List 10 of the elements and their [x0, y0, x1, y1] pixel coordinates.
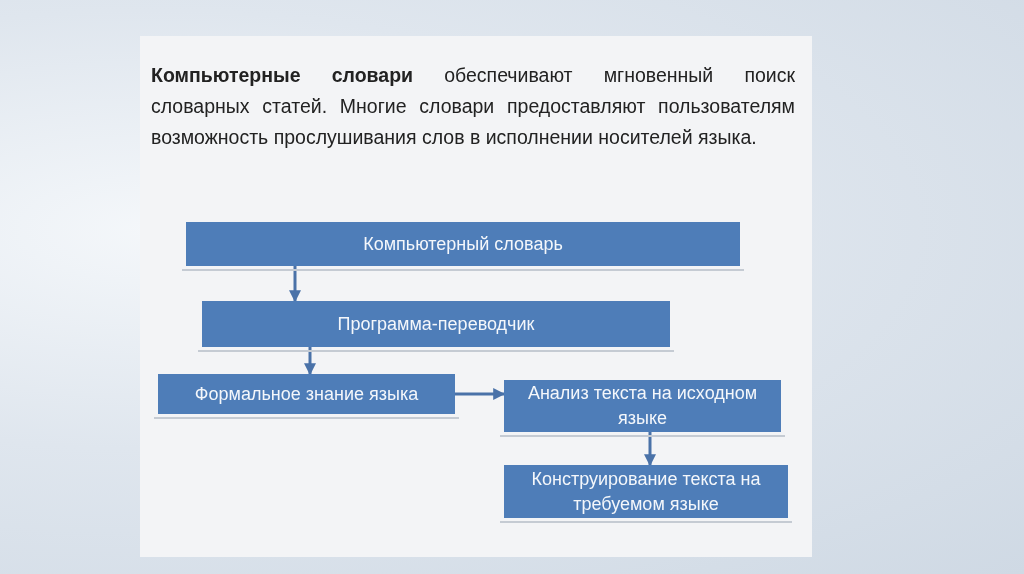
process-box: Конструирование текста на требуемом языке [504, 465, 788, 518]
arrow [455, 388, 506, 400]
process-box: Программа-переводчик [202, 301, 670, 347]
process-box: Формальное знание языка [158, 374, 455, 414]
process-box: Компьютерный словарь [186, 222, 740, 266]
description-paragraph: Компьютерные словари обеспечивают мгновенный поиск словарных статей. Многие словари предоставляют пользователям возможность прослушивания слов в исполнении носителей языка. [151, 63, 795, 150]
arrow [644, 432, 656, 467]
arrow [304, 347, 316, 376]
process-box: Анализ текста на исходном языке [504, 380, 781, 432]
arrow [289, 266, 301, 303]
